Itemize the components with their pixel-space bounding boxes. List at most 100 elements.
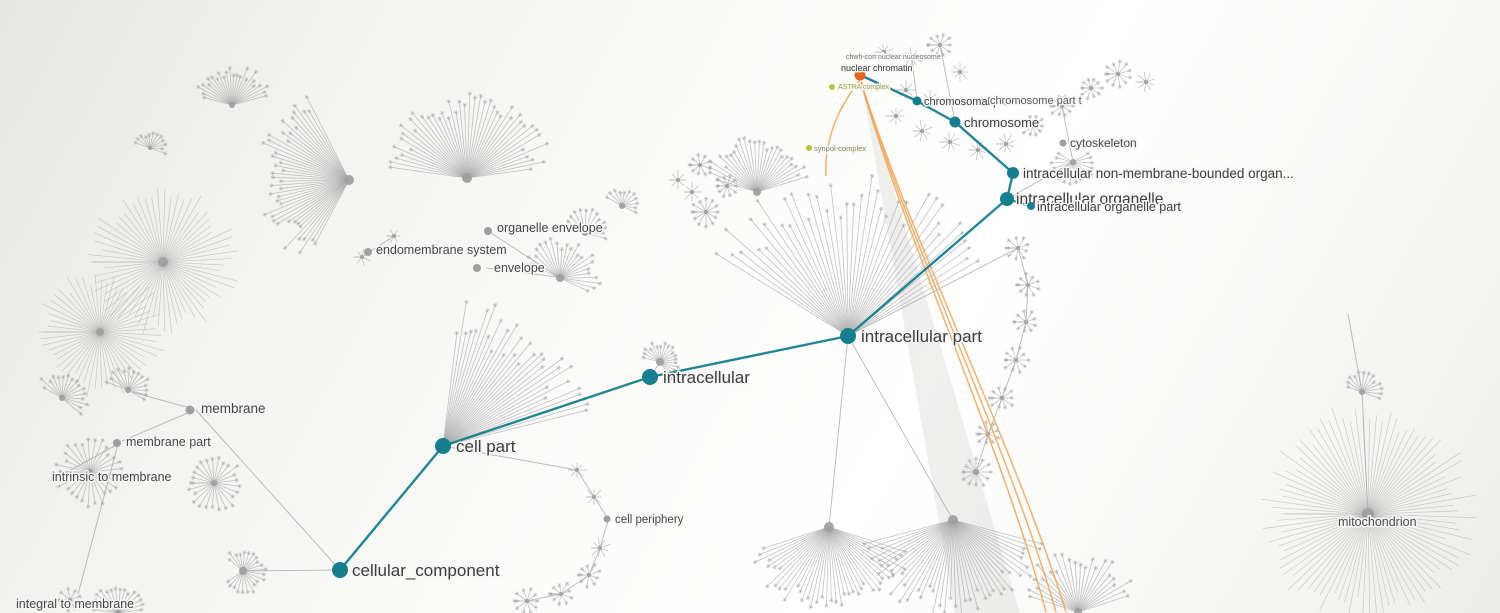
cluster-node[interactable] xyxy=(928,98,932,102)
cluster-node[interactable] xyxy=(125,387,131,393)
label-cell-periphery[interactable]: cell periphery xyxy=(614,513,686,528)
cluster-node[interactable] xyxy=(211,480,217,486)
collapsed-subtree-fan xyxy=(1103,59,1133,89)
cluster-node[interactable] xyxy=(158,257,168,267)
label-cellular-component[interactable]: cellular_component xyxy=(351,560,502,582)
cluster-node[interactable] xyxy=(676,178,680,182)
term-node[interactable] xyxy=(603,515,611,523)
cluster-node[interactable] xyxy=(1144,80,1148,84)
cluster-node[interactable] xyxy=(556,274,564,282)
collapsed-subtree-fan xyxy=(604,188,640,215)
cluster-node[interactable] xyxy=(619,203,625,209)
term-node[interactable] xyxy=(185,405,195,415)
cluster-node[interactable] xyxy=(1116,72,1120,76)
graph-edge xyxy=(911,57,918,102)
label-intracellular-organelle-part[interactable]: intracellular organelle part xyxy=(1036,199,1183,216)
label-intracellular[interactable]: intracellular xyxy=(662,367,752,389)
graph-edge xyxy=(57,443,119,478)
node-intracellular-part[interactable] xyxy=(840,328,856,344)
node-intracellular-organelle[interactable] xyxy=(1000,192,1014,206)
cluster-node[interactable] xyxy=(68,598,72,602)
cluster-node[interactable] xyxy=(582,230,588,236)
graph-edge xyxy=(1347,313,1363,393)
cluster-node[interactable] xyxy=(690,190,694,194)
label-envelope[interactable]: envelope xyxy=(493,260,547,277)
cluster-node[interactable] xyxy=(904,88,908,92)
cluster-node[interactable] xyxy=(1004,142,1008,146)
node-intracellular-organelle-part[interactable] xyxy=(1027,202,1035,210)
label-membrane[interactable]: membrane xyxy=(200,400,268,418)
node-nuclear-chromatin[interactable] xyxy=(854,69,866,81)
node-chromosome[interactable] xyxy=(949,116,961,128)
collapsed-subtree-fan xyxy=(565,207,608,241)
cluster-node[interactable] xyxy=(59,395,65,401)
graph-edge xyxy=(987,397,1003,435)
graph-edge xyxy=(588,547,601,576)
term-node[interactable] xyxy=(364,248,372,256)
label-integral-to-membrane[interactable]: integral to membrane xyxy=(15,596,136,613)
label-astra-complex[interactable]: ASTRA complex xyxy=(837,83,891,93)
graph-edge xyxy=(1025,284,1029,323)
cluster-node[interactable] xyxy=(148,146,152,150)
cluster-node[interactable] xyxy=(229,102,235,108)
term-node[interactable] xyxy=(113,439,121,447)
term-node[interactable] xyxy=(473,264,481,272)
cluster-node[interactable] xyxy=(1031,124,1035,128)
label-chromosome-part-t[interactable]: chromosome part t xyxy=(989,94,1084,109)
synpol-complex-node[interactable] xyxy=(806,145,812,151)
label-cell-part[interactable]: cell part xyxy=(455,436,518,458)
label-intrinsic-to-membrane[interactable]: intrinsic to membrane xyxy=(51,469,174,486)
label-intracellular-non-membrane-bounded-organelle[interactable]: intracellular non-membrane-bounded organ… xyxy=(1022,165,1296,183)
node-chromosomal-part[interactable] xyxy=(912,96,922,106)
cluster-node[interactable] xyxy=(462,173,472,183)
cluster-node[interactable] xyxy=(948,140,952,144)
label-endomembrane-system[interactable]: endomembrane system xyxy=(375,242,509,259)
cluster-node[interactable] xyxy=(87,469,93,475)
collapsed-subtree-fan xyxy=(752,522,908,610)
graph-edge xyxy=(121,411,191,442)
label-synpol-complex[interactable]: synpol-complex xyxy=(813,143,868,155)
collapsed-subtree-fan xyxy=(901,47,923,68)
label-cytoskeleton[interactable]: cytoskeleton xyxy=(1069,135,1139,152)
cluster-node[interactable] xyxy=(894,114,898,118)
label-intracellular-part[interactable]: intracellular part xyxy=(860,326,984,348)
cluster-node[interactable] xyxy=(753,188,761,196)
cluster-node[interactable] xyxy=(920,129,924,133)
label-nuclear-nucleosome[interactable]: nuclear nucleosome xyxy=(877,53,943,63)
collapsed-subtree-fan xyxy=(1012,309,1038,334)
node-cell-part[interactable] xyxy=(435,438,451,454)
label-intracellular-organelle[interactable]: intracellular organelle xyxy=(1015,190,1165,210)
node-intracellular[interactable] xyxy=(642,369,658,385)
term-node[interactable] xyxy=(1059,139,1067,147)
cluster-node[interactable] xyxy=(882,50,886,54)
label-chromosome[interactable]: chromosome xyxy=(963,114,1041,132)
cluster-node[interactable] xyxy=(725,184,729,188)
label-membrane-part[interactable]: membrane part xyxy=(125,434,213,451)
collapsed-subtree-fan xyxy=(861,515,1044,613)
collapsed-subtree-fan xyxy=(683,182,703,202)
cluster-node[interactable] xyxy=(976,148,980,152)
cluster-node[interactable] xyxy=(1089,86,1093,90)
cluster-node[interactable] xyxy=(96,328,104,336)
graph-edge xyxy=(560,574,590,595)
cluster-node[interactable] xyxy=(115,610,121,613)
cluster-node[interactable] xyxy=(958,70,962,74)
collapsed-subtree-fan xyxy=(1079,77,1105,101)
label-chwh-complex[interactable]: chwh-complex xyxy=(845,53,893,63)
label-nuclear-chromatin[interactable]: nuclear chromatin xyxy=(840,62,915,75)
astra-complex-node[interactable] xyxy=(829,84,835,90)
cluster-node[interactable] xyxy=(698,163,702,167)
cluster-node[interactable] xyxy=(704,210,708,214)
label-organelle-envelope[interactable]: organelle envelope xyxy=(496,220,605,237)
node-intracellular-non-membrane-bounded-organelle[interactable] xyxy=(1007,167,1019,179)
label-mitochondrion[interactable]: mitochondrion xyxy=(1337,514,1419,531)
label-chromosomal-part[interactable]: chromosomal part xyxy=(923,95,1014,110)
cluster-node[interactable] xyxy=(1074,608,1082,613)
cluster-node[interactable] xyxy=(344,175,354,185)
collapsed-subtree-fan xyxy=(873,44,894,61)
term-node[interactable] xyxy=(484,227,492,235)
collapsed-subtree-fan xyxy=(1135,71,1155,92)
node-cellular-component[interactable] xyxy=(332,562,348,578)
